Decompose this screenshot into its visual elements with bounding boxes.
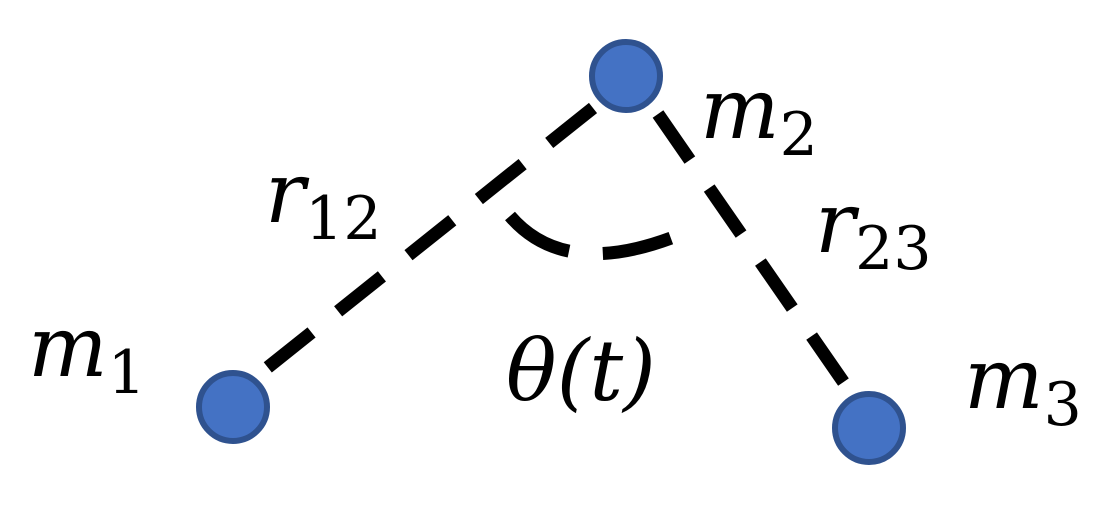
label-m1-symbol: m — [28, 298, 108, 396]
bond-r12 — [257, 102, 598, 378]
label-m2: m2 — [700, 60, 818, 170]
mass-3 — [832, 391, 906, 465]
label-m3: m3 — [964, 330, 1082, 440]
bond-r23 — [652, 110, 866, 410]
label-m1-subscript: 1 — [108, 338, 146, 408]
angle-arc — [505, 211, 703, 261]
label-m3-subscript: 3 — [1044, 370, 1082, 440]
label-angle: θ(t) — [506, 322, 656, 420]
label-m2-symbol: m — [700, 60, 780, 158]
label-m2-subscript: 2 — [780, 100, 818, 170]
label-m3-symbol: m — [964, 330, 1044, 428]
label-r23-subscript: 23 — [855, 214, 931, 284]
label-r23-symbol: r — [815, 174, 860, 272]
mass-2 — [589, 39, 663, 113]
mass-1 — [196, 370, 270, 444]
label-r12-subscript: 12 — [305, 184, 381, 254]
label-r12-symbol: r — [265, 144, 310, 242]
label-r12: r12 — [265, 144, 382, 254]
label-m1: m1 — [28, 298, 146, 408]
label-r23: r23 — [815, 174, 932, 284]
